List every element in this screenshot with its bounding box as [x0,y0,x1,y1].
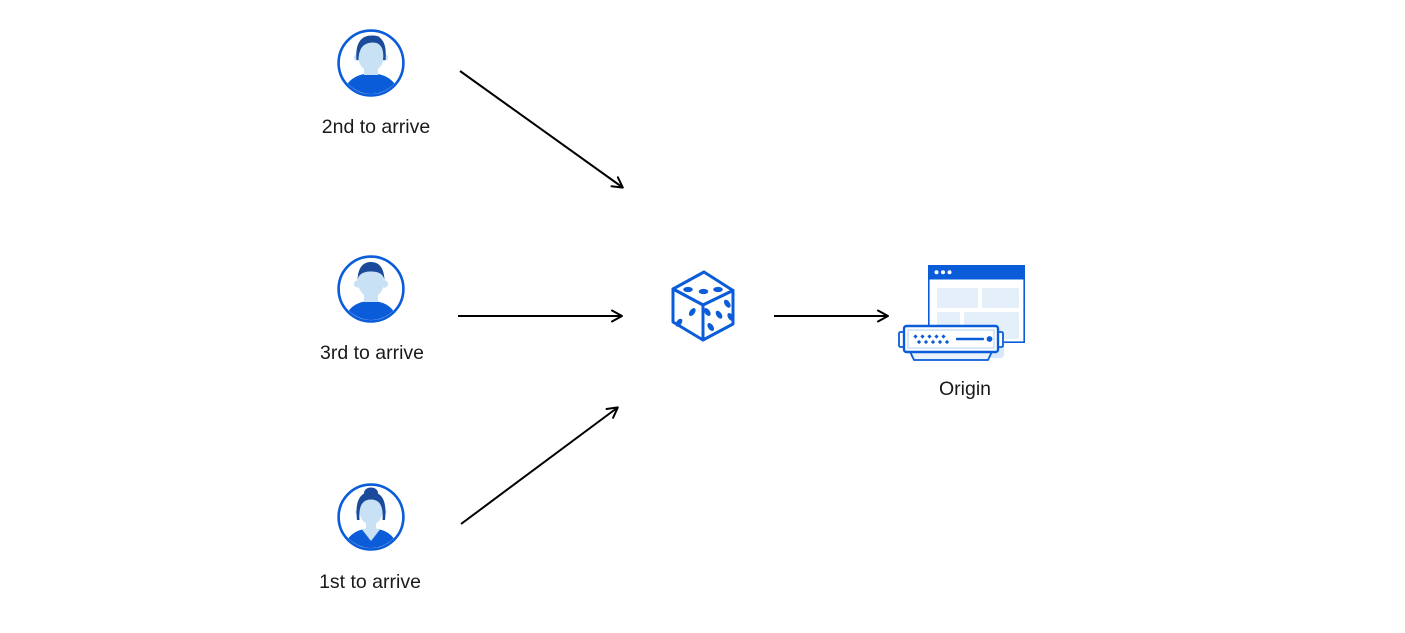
user-avatar-male-icon [337,255,405,323]
visitor-2nd-label: 2nd to arrive [321,116,431,138]
visitor-3rd-label: 3rd to arrive [319,342,425,364]
server-icon [898,324,1004,354]
user-avatar-male-icon [337,29,405,97]
visitor-1st-label: 1st to arrive [319,571,421,593]
origin-server-icon [898,264,1026,361]
dice-icon [671,270,735,342]
arrow-visitor2-to-dice [459,70,624,189]
origin-label: Origin [938,378,992,400]
user-avatar-female-icon [337,483,405,551]
arrow-visitor1-to-dice [460,406,619,525]
